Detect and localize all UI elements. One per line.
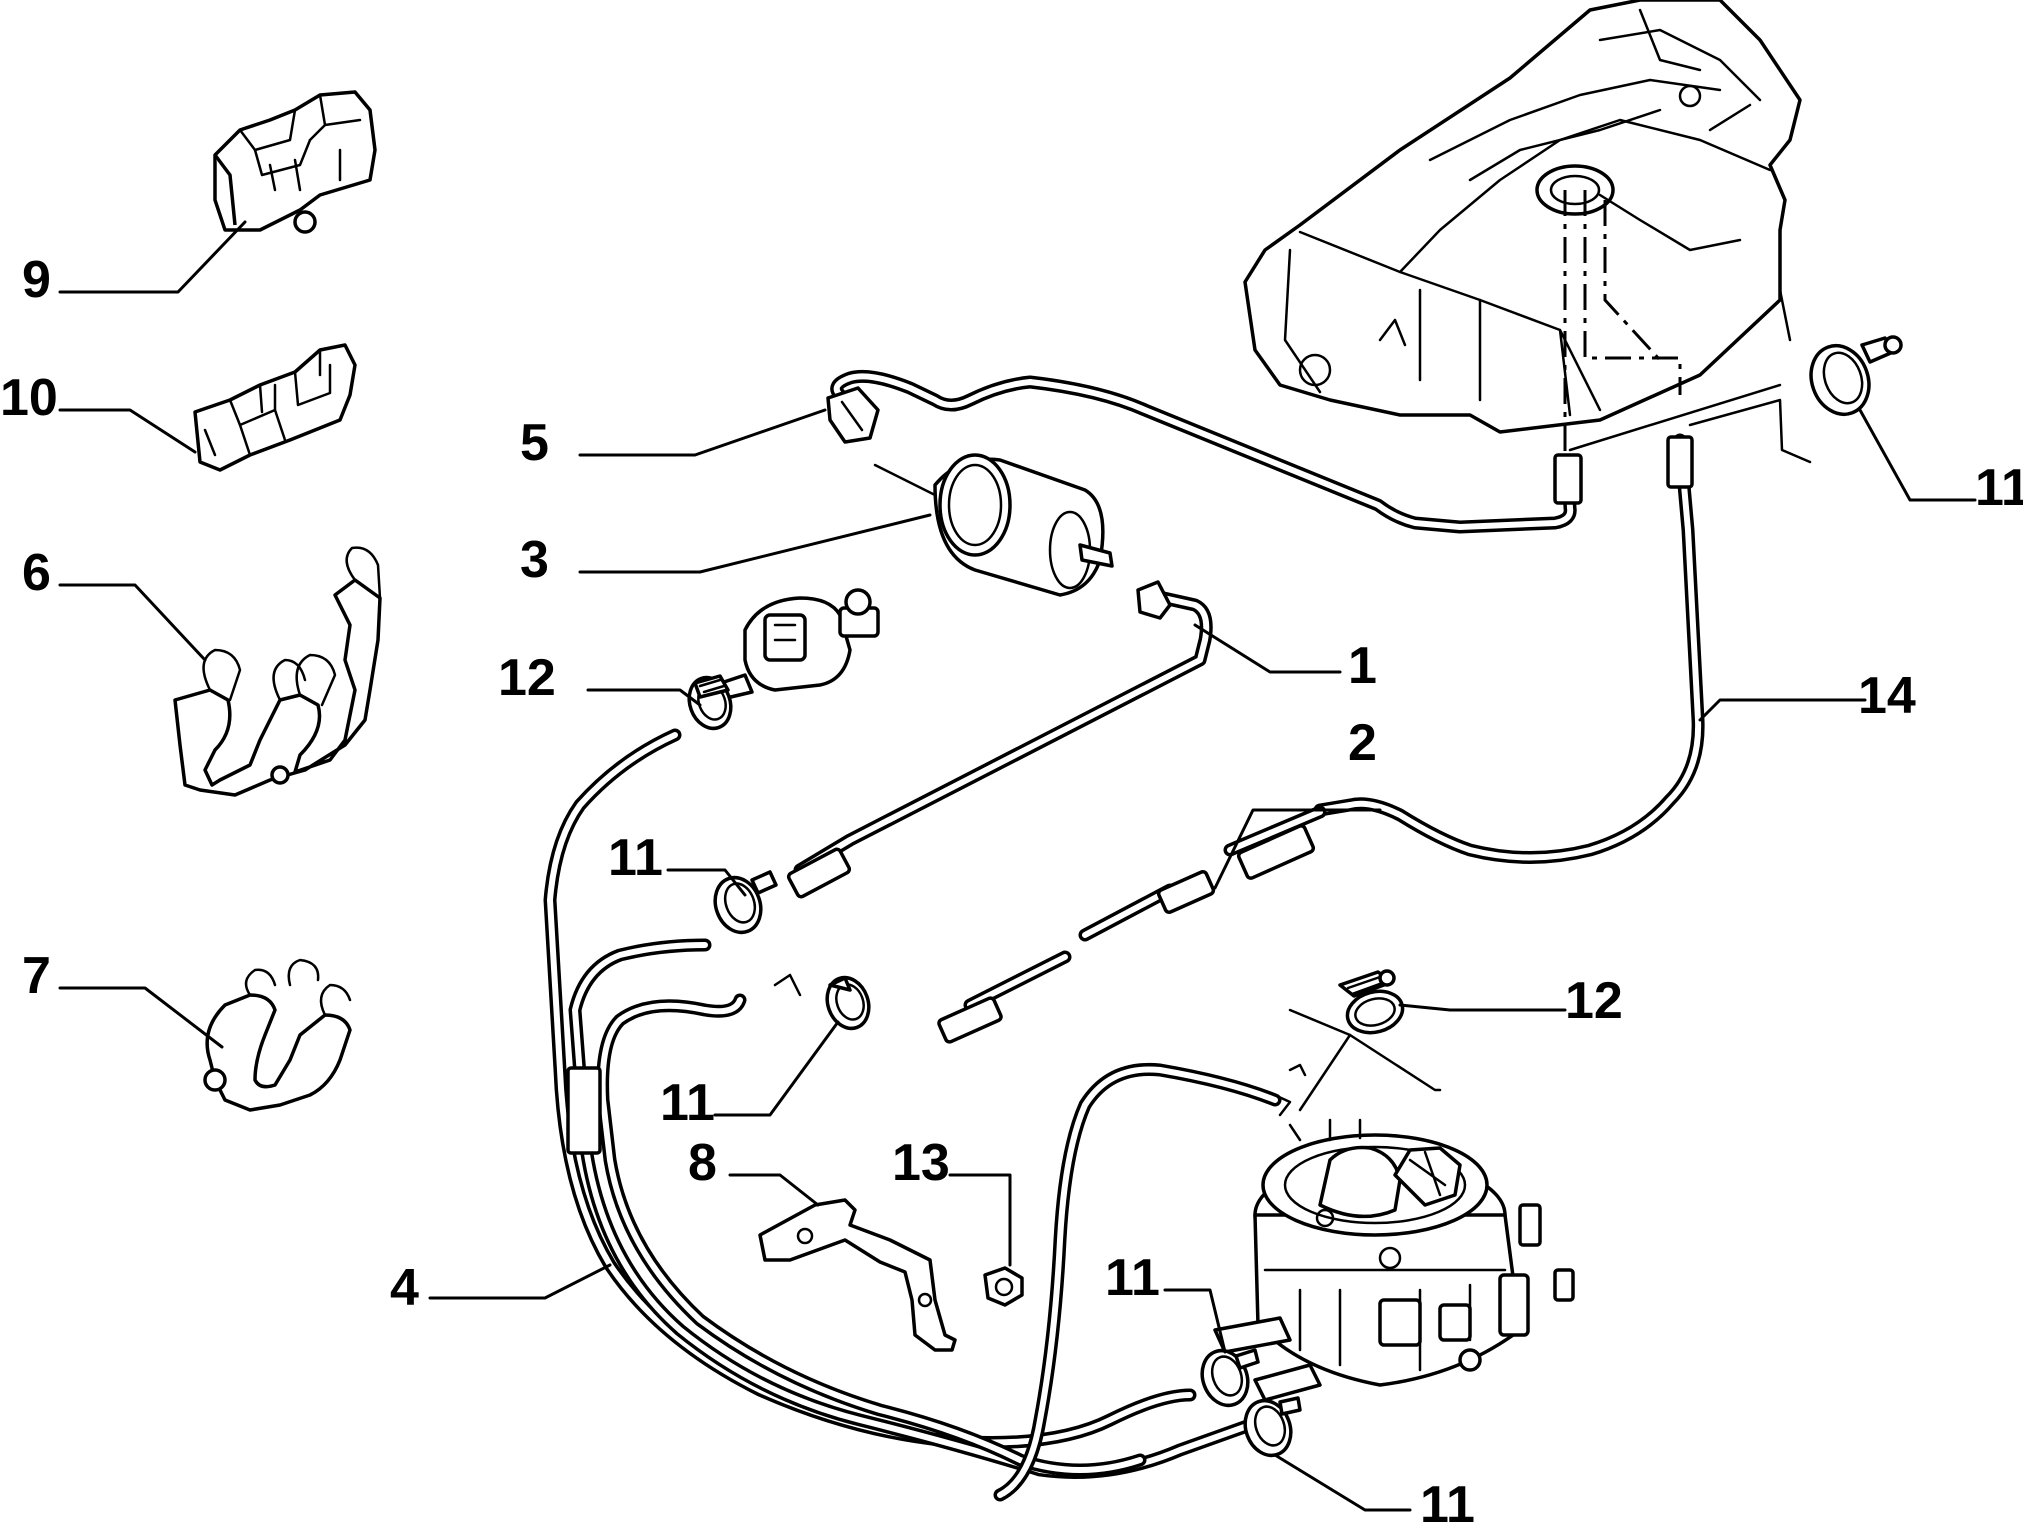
callout-1: 1	[1348, 637, 1377, 695]
pipe-5	[826, 369, 1583, 534]
hose-clamp-11-center	[825, 975, 871, 1031]
pipe-2	[937, 805, 1327, 1044]
callout-11-mid: 11	[608, 829, 663, 887]
leader-lines	[58, 220, 1977, 1512]
clip-7	[203, 958, 352, 1112]
callout-11-center: 11	[660, 1074, 715, 1132]
callout-12-upper: 12	[498, 649, 556, 707]
callout-5: 5	[520, 414, 549, 472]
nut-13	[983, 1266, 1024, 1307]
fuel-tank	[1243, 0, 1802, 434]
callout-4: 4	[390, 1259, 419, 1317]
callout-12-lower: 12	[1565, 972, 1623, 1030]
pipe-1	[786, 580, 1213, 899]
hose-clamp-12-upper	[687, 674, 733, 731]
clip-9	[213, 90, 377, 234]
carb-guide-lines	[1288, 1008, 1442, 1112]
fuel-filter	[873, 453, 1114, 597]
callout-8: 8	[688, 1134, 717, 1192]
callout-13: 13	[892, 1134, 950, 1192]
callout-10: 10	[0, 369, 58, 427]
callout-2: 2	[1348, 714, 1377, 772]
callout-labels: 9 10 6 7 5 3 1 2 14 11 12 12 11 11 8 13 …	[0, 251, 2023, 1524]
callout-9: 9	[22, 251, 51, 309]
callout-7: 7	[22, 947, 51, 1005]
callout-14: 14	[1858, 667, 1916, 725]
hose-clamp-12-lower	[1338, 969, 1405, 1035]
pump-valve	[713, 588, 880, 702]
hose-clamp-11-carb-upper	[1200, 1348, 1260, 1408]
carburetor	[1213, 1118, 1575, 1402]
callout-11-top-right: 11	[1975, 459, 2023, 517]
hose-clamp-11-top-right	[1809, 335, 1903, 417]
assembly-guide-lines	[1563, 190, 1812, 470]
callout-11-carb-upper: 11	[1105, 1249, 1160, 1307]
clip-10	[193, 343, 357, 472]
clip-6	[173, 546, 382, 797]
hose-clamp-11-carb-lower	[1243, 1396, 1302, 1458]
callout-3: 3	[520, 531, 549, 589]
bracket-8	[758, 1198, 957, 1352]
pipe-14	[1313, 433, 1705, 864]
callout-6: 6	[22, 544, 51, 602]
hose-clamp-11-mid	[713, 870, 778, 935]
pipe-4	[543, 728, 1292, 1502]
callout-11-carb-lower: 11	[1420, 1476, 1475, 1524]
